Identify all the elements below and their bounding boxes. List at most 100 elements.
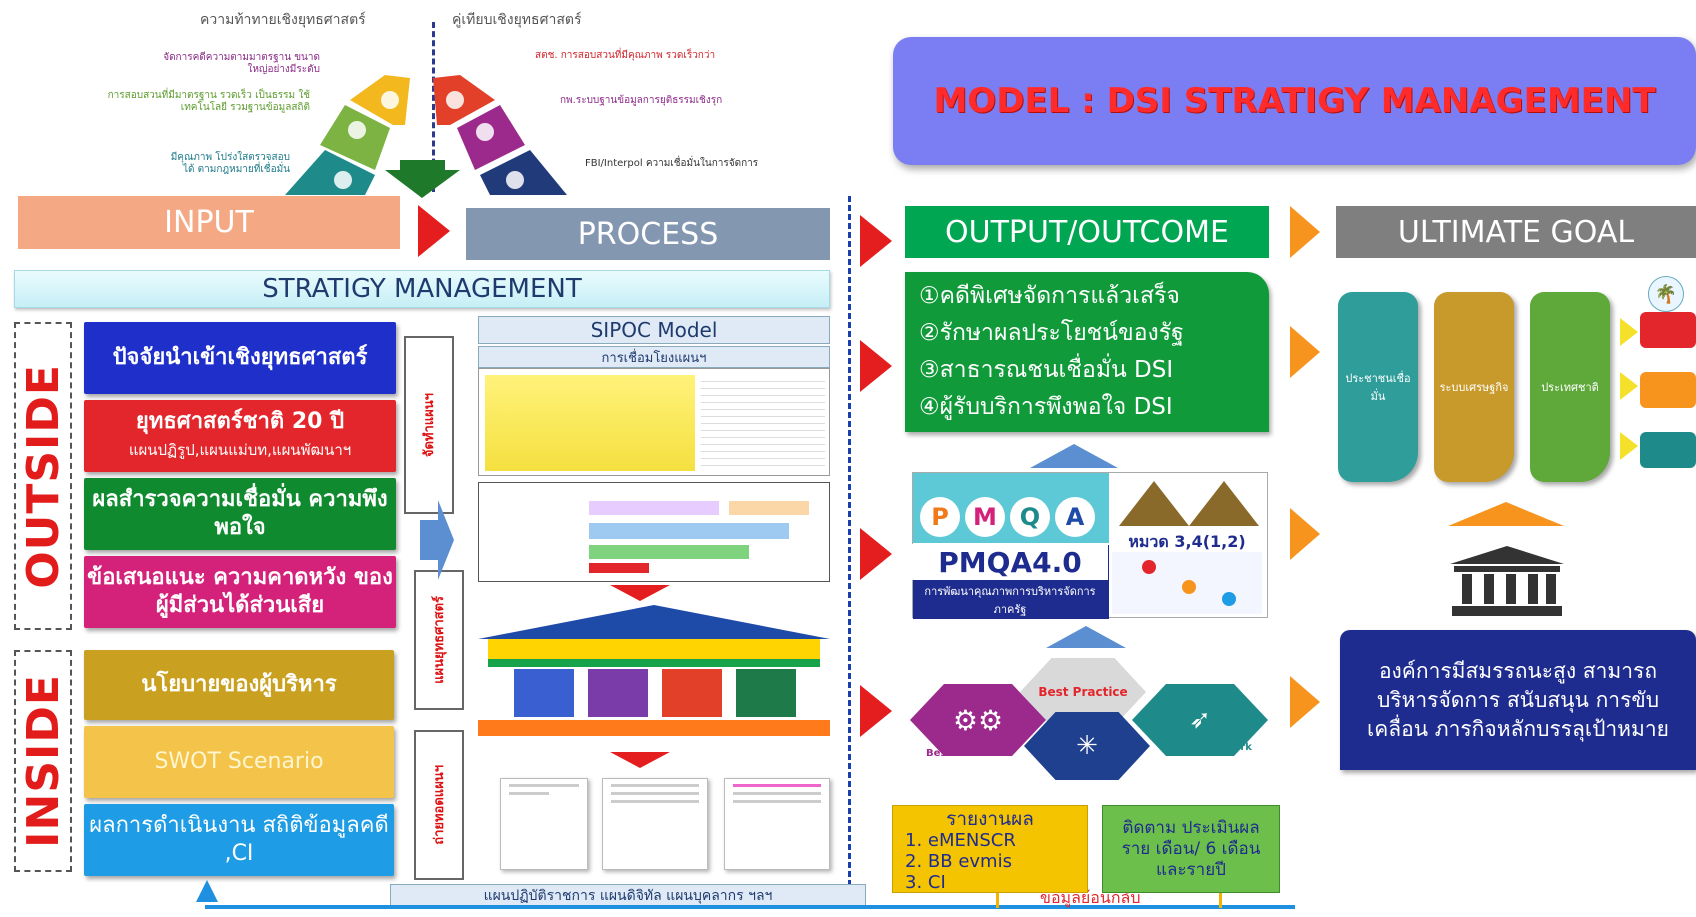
- output-header: OUTPUT/OUTCOME: [905, 206, 1269, 258]
- reports-item-1: 1. eMENSCR: [905, 830, 1016, 851]
- fan-segment-teal: [285, 150, 375, 195]
- outcome-item-3: ③สาธารณชนเชื่อมั่น DSI: [919, 357, 1174, 383]
- outside-item-subtitle: แผนปฏิรูป,แผนแม่บท,แผนพัฒนาฯ: [128, 441, 352, 459]
- pmqa-sub-label: การพัฒนาคุณภาพการบริหารจัดการภาครัฐ: [924, 585, 1096, 616]
- strategy-fan-graphic: [285, 75, 567, 198]
- feedback-loop-line: [205, 905, 1295, 909]
- input-header-label: INPUT: [164, 205, 254, 240]
- goal-column-people: ประชาชนเชื่อมั่น: [1338, 292, 1418, 482]
- goal-header: ULTIMATE GOAL: [1336, 206, 1696, 258]
- inside-item-title: นโยบายของผู้บริหาร: [141, 672, 337, 697]
- process-down-arrow-1: [610, 585, 670, 601]
- narrow-label: แผนยุทธศาสตร์: [431, 596, 447, 684]
- goal-header-label: ULTIMATE GOAL: [1397, 214, 1635, 250]
- process-header-label: PROCESS: [577, 216, 719, 252]
- outside-item-stakeholder: ข้อเสนอแนะ ความคาดหวัง ของผู้มีส่วนได้ส่…: [84, 556, 396, 628]
- process-flow-diagram: [478, 482, 830, 582]
- narrow-plan-cascade: ถ่ายทอดแผนฯ: [414, 730, 464, 880]
- strategy-management-label: STRATIGY MANAGEMENT: [262, 274, 582, 304]
- inside-item-performance: ผลการดำเนินงาน สถิติข้อมูลคดี ,CI: [84, 804, 394, 876]
- outcome-item-4: ④ผู้รับบริการพึงพอใจ DSI: [919, 394, 1173, 420]
- goal-column-economy: ระบบเศรษฐกิจ: [1434, 292, 1514, 482]
- reports-item-3: 3. CI: [905, 872, 946, 893]
- challenge-label: ความท้าทายเชิงยุทธศาสตร์: [200, 12, 366, 28]
- process-down-arrow-2: [610, 752, 670, 768]
- red-arrow-output-3: [860, 528, 892, 580]
- reports-box: รายงานผล 1. eMENSCR 2. BB evmis 3. CI: [892, 805, 1088, 893]
- outside-item-title: ปัจจัยนำเข้าเชิงยุทธศาสตร์: [112, 345, 368, 370]
- pmqa-big-label: PMQA4.0: [912, 544, 1108, 580]
- pmqa-letter-p: P: [920, 497, 960, 537]
- plan-document-1: [500, 778, 588, 870]
- outcome-item-1: ①คดีพิเศษจัดการแล้วเสร็จ: [919, 283, 1180, 309]
- input-to-process-arrow: [418, 205, 450, 257]
- outcome-item-2: ②รักษาผลประโยชน์ของรัฐ: [919, 320, 1184, 346]
- best-practice-label: Best Practice: [1038, 685, 1128, 699]
- best-process-label: Best Process: [926, 748, 999, 759]
- goal-column-title: ระบบเศรษฐกิจ: [1439, 381, 1509, 394]
- pmqa-letter-m: M: [965, 497, 1005, 537]
- strategy-house-diagram: [478, 605, 830, 740]
- narrow-strategic-plan: แผนยุทธศาสตร์: [414, 570, 464, 710]
- inside-item-swot: SWOT Scenario: [84, 726, 394, 798]
- red-arrow-output-4: [860, 685, 892, 737]
- column-divider: [848, 196, 851, 886]
- rocket-icon: ➶: [1189, 705, 1211, 735]
- red-arrow-output-1: [860, 215, 892, 267]
- outside-label: OUTSIDE: [17, 363, 69, 589]
- bottom-plan-bar: แผนปฏิบัติราชการ แผนดิจิทัล แผนบุคลากร ฯ…: [390, 884, 866, 908]
- pmqa-mountain-icons: [1119, 481, 1259, 526]
- sipoc-title: SIPOC Model: [590, 318, 718, 342]
- yellow-arrow-2: [1620, 372, 1638, 400]
- gears-icon: ⚙⚙: [952, 703, 1004, 737]
- outside-item-title: ผลสำรวจความเชื่อมั่น ความพึงพอใจ: [92, 487, 388, 540]
- outside-item-title: ยุทธศาสตร์ชาติ 20 ปี: [135, 409, 345, 434]
- fan-note-right-3: FBI/Interpol ความเชื่อมั่นในการจัดการ: [585, 158, 759, 169]
- pmqa-letter-a: A: [1055, 497, 1095, 537]
- best-benchmark-label: Best Benchmark: [1160, 742, 1252, 753]
- tracking-box: ติดตาม ประเมินผลราย เดือน/ 6 เดือน และรา…: [1102, 805, 1280, 893]
- plan-document-3: [724, 778, 830, 870]
- orange-arrow-goal-4: [1290, 676, 1320, 728]
- institution-building-icon: [1450, 546, 1564, 616]
- narrow-plan-making: จัดทำแผนฯ: [404, 336, 454, 514]
- inside-label: INSIDE: [17, 674, 69, 848]
- fan-segment-navy: [480, 150, 567, 195]
- outside-item-title: ข้อเสนอแนะ ความคาดหวัง ของผู้มีส่วนได้ส่…: [87, 565, 393, 618]
- reports-item-2: 2. BB evmis: [905, 851, 1012, 872]
- up-arrow-to-goal-columns: [1448, 502, 1564, 526]
- goal-column-title: ประเทศชาติ: [1541, 381, 1599, 394]
- fan-down-arrow: [385, 160, 460, 198]
- strategy-management-bar: STRATIGY MANAGEMENT: [14, 270, 830, 308]
- outside-item-survey: ผลสำรวจความเชื่อมั่น ความพึงพอใจ: [84, 478, 396, 550]
- up-arrow-to-outcomes: [1030, 444, 1118, 468]
- ultimate-goal-statement: องค์การมีสมรรถนะสูง สามารถบริหารจัดการ ส…: [1340, 630, 1696, 770]
- fan-note-right-2: กพ.ระบบฐานข้อมูลการยุติธรรมเชิงรุก: [560, 95, 723, 106]
- inside-item-title: SWOT Scenario: [154, 749, 324, 774]
- center-divider: [432, 22, 435, 192]
- fan-note-left-3: มีคุณภาพ โปร่งใสตรวจสอบได้ ตามกฎหมายที่เ…: [170, 152, 290, 175]
- pmqa-letter-q: Q: [1010, 497, 1050, 537]
- outside-item-national-strategy: ยุทธศาสตร์ชาติ 20 ปี แผนปฏิรูป,แผนแม่บท,…: [84, 400, 396, 472]
- process-header: PROCESS: [466, 208, 830, 260]
- benchmark-label: คู่เทียบเชิงยุทธศาสตร์: [452, 12, 582, 28]
- narrow-label: จัดทำแผนฯ: [421, 392, 437, 458]
- sipoc-subtitle-box: การเชื่อมโยงแผนฯ: [478, 346, 830, 368]
- feedback-up-arrow: [196, 880, 218, 902]
- outside-label-box: OUTSIDE: [14, 322, 72, 630]
- orange-arrow-goal-1: [1290, 206, 1320, 258]
- inside-label-box: INSIDE: [14, 650, 72, 872]
- up-arrow-to-pmqa: [1046, 626, 1126, 648]
- pmqa-category-label: หมวด 3,4(1,2): [1128, 532, 1246, 551]
- orange-arrow-goal-2: [1290, 326, 1320, 378]
- goal-tag-teal: [1640, 432, 1696, 468]
- red-arrow-output-2: [860, 340, 892, 392]
- goal-column-nation: ประเทศชาติ: [1530, 292, 1610, 482]
- network-icon: ✳: [1076, 731, 1098, 761]
- tracking-text: ติดตาม ประเมินผลราย เดือน/ 6 เดือน และรา…: [1121, 817, 1261, 880]
- yellow-arrow-1: [1620, 318, 1638, 346]
- input-header: INPUT: [18, 196, 400, 249]
- goal-column-title: ประชาชนเชื่อมั่น: [1345, 372, 1411, 403]
- sipoc-title-box: SIPOC Model: [478, 316, 830, 344]
- outcome-list-box: ①คดีพิเศษจัดการแล้วเสร็จ ②รักษาผลประโยชน…: [905, 272, 1269, 432]
